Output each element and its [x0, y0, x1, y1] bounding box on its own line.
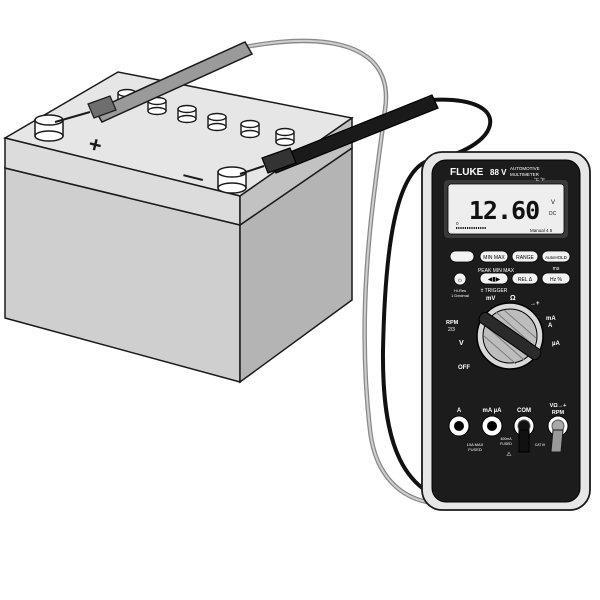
- jack-label-v-top: VΩ→+: [550, 403, 567, 409]
- backlight-button[interactable]: ☼: [453, 272, 467, 286]
- dial-label-ohm: Ω: [510, 295, 516, 302]
- hz-percent-button[interactable]: Hz %: [541, 272, 571, 285]
- dial-label-rpm: RPM: [446, 320, 459, 326]
- red-test-probe: [54, 41, 254, 123]
- jack-ma-ua[interactable]: [481, 415, 503, 437]
- auto-hold-label: AutoHOLD: [545, 255, 568, 260]
- model-subtitle-2: MULTIMETER: [510, 172, 540, 177]
- lightbulb-icon: ☼: [457, 277, 463, 284]
- vent-cap: [207, 112, 227, 132]
- auto-hold-button[interactable]: AutoHOLD: [541, 250, 571, 263]
- lcd-unit-dc: DC: [549, 211, 557, 217]
- hires-label-2: 1 Decimal: [451, 293, 469, 298]
- range-label: RANGE: [516, 255, 534, 261]
- dial-label-volts: V: [459, 340, 464, 347]
- rel-label: REL Δ: [518, 277, 533, 283]
- vent-cap: [240, 119, 260, 139]
- lcd-temp-units: °C °F: [534, 177, 545, 182]
- lcd-range-mode: Manual 4 5: [530, 228, 553, 233]
- cat-rating-label: CAT III: [535, 443, 546, 447]
- min-max-button[interactable]: MIN MAX: [479, 250, 509, 263]
- car-battery: + —: [3, 71, 354, 384]
- lcd-bar-zero: 0: [456, 221, 459, 226]
- jack-a[interactable]: [448, 415, 470, 437]
- rel-button[interactable]: REL Δ: [511, 272, 539, 285]
- dial-label-diode: →+: [530, 301, 540, 307]
- model-subtitle-1: AUTOMOTIVE: [510, 166, 540, 171]
- hz-percent-label: Hz %: [550, 277, 563, 283]
- dial-label-ua: µA: [552, 341, 560, 347]
- ms-label: ms: [553, 266, 560, 272]
- hires-label-1: Hi-Res: [454, 288, 466, 293]
- black-test-probe: [239, 94, 439, 175]
- black-lead-plug: [518, 429, 530, 453]
- jack-label-v-bottom: RPM: [552, 410, 565, 416]
- lcd-reading: 12.60: [469, 196, 539, 225]
- dial-pointer: [478, 311, 542, 361]
- warning-icon: ⚠: [506, 451, 512, 458]
- trigger-label: ± TRIGGER: [481, 288, 508, 294]
- fuse-label-a-2: FUSED: [468, 447, 482, 452]
- fuse-label-a-1: 10A MAX: [467, 442, 484, 447]
- vent-cap: [177, 104, 197, 124]
- dial-label-a: A: [548, 323, 553, 329]
- jack-label-ma-ua: mA µA: [483, 408, 503, 414]
- negative-terminal: [217, 166, 247, 194]
- positive-terminal: [34, 114, 64, 142]
- red-lead-plug: [550, 429, 564, 453]
- dial-label-ma: mA: [546, 316, 556, 322]
- fuse-label-ma-2: FUSED: [500, 442, 512, 446]
- peak-min-max-label: PEAK MIN MAX: [478, 268, 515, 274]
- fuse-label-ma-1: 400mA: [500, 437, 512, 441]
- dial-label-off: OFF: [458, 365, 470, 371]
- positive-symbol: +: [86, 131, 105, 158]
- lcd-unit-v: V: [551, 200, 555, 206]
- yellow-button[interactable]: [449, 250, 475, 263]
- trigger-button[interactable]: ◀▮▶: [479, 272, 509, 285]
- jack-label-a: A: [457, 408, 462, 414]
- multimeter: FLUKE 88 V AUTOMOTIVE MULTIMETER °C °F 1…: [421, 151, 591, 511]
- brand-logo: FLUKE: [450, 167, 484, 178]
- rotary-function-switch[interactable]: [476, 302, 544, 370]
- trigger-icon: ◀▮▶: [488, 277, 501, 283]
- jack-label-com: COM: [517, 408, 531, 414]
- dial-label-rpm-sub: 2/3: [448, 327, 455, 333]
- model-number: 88 V: [490, 168, 507, 177]
- range-button[interactable]: RANGE: [511, 250, 539, 263]
- min-max-label: MIN MAX: [483, 255, 505, 261]
- dial-label-mv: mV: [486, 296, 495, 302]
- lcd-display: [447, 183, 565, 235]
- vent-cap: [275, 127, 295, 147]
